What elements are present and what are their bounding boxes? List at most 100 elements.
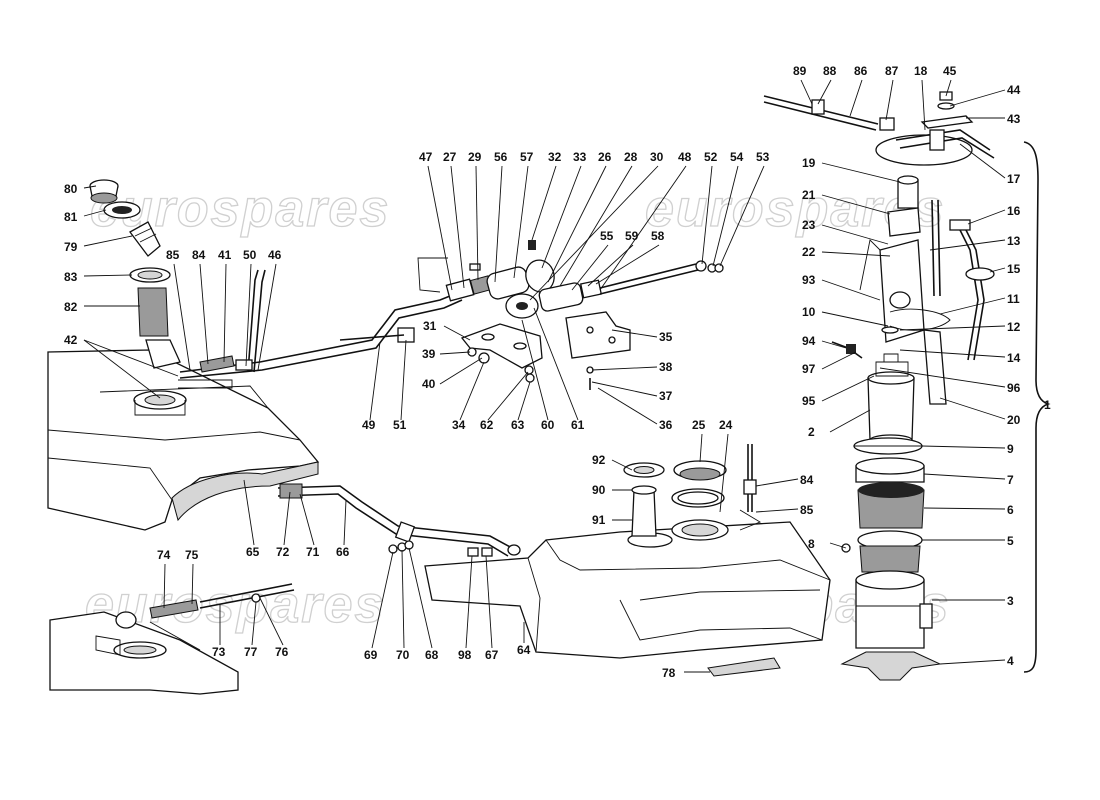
leader-line xyxy=(408,547,433,649)
right-tank-filler-parts xyxy=(623,444,757,537)
part-label: 52 xyxy=(704,150,718,164)
part-label: 17 xyxy=(1007,172,1021,186)
part-label: 61 xyxy=(571,418,585,432)
fuel-lines-left xyxy=(179,269,463,379)
part-label: 90 xyxy=(592,483,606,497)
leader-line xyxy=(541,165,582,269)
part-label: 54 xyxy=(730,150,744,164)
leader-line xyxy=(199,263,209,365)
leader-line xyxy=(821,224,889,245)
part-label: 68 xyxy=(425,648,439,662)
right-fuel-tank xyxy=(424,509,831,659)
leader-line xyxy=(587,244,634,287)
leader-line xyxy=(371,551,394,649)
leader-line xyxy=(712,165,739,267)
part-label: 20 xyxy=(1007,413,1021,427)
part-label: 89 xyxy=(793,64,807,78)
leader-line xyxy=(921,79,926,131)
part-label: 92 xyxy=(592,453,606,467)
part-label: 40 xyxy=(422,377,436,391)
leader-line xyxy=(989,267,1006,273)
part-label: 87 xyxy=(885,64,899,78)
leader-line xyxy=(521,319,549,421)
part-label: 95 xyxy=(802,394,816,408)
pad-78 xyxy=(707,657,781,677)
part-label: 72 xyxy=(276,545,290,559)
part-label: 85 xyxy=(800,503,814,517)
leader-line xyxy=(591,366,658,371)
part-label: 73 xyxy=(212,645,226,659)
leader-line xyxy=(191,563,194,605)
part-labels: 80 81 79 83 82 42 85 84 41 50 46 47 27 2… xyxy=(64,64,1051,680)
part-label: 41 xyxy=(218,248,232,262)
leader-line xyxy=(83,235,133,247)
leader-line xyxy=(800,79,813,105)
leader-line xyxy=(465,555,473,649)
filler-neck-assembly xyxy=(89,179,181,369)
part-label: 21 xyxy=(802,188,816,202)
part-label: 30 xyxy=(650,150,664,164)
part-label: 84 xyxy=(800,473,814,487)
leader-line xyxy=(599,165,687,291)
leader-line xyxy=(163,563,166,609)
part-label: 43 xyxy=(1007,112,1021,126)
part-label: 12 xyxy=(1007,320,1021,334)
part-label: 38 xyxy=(659,360,673,374)
leader-line xyxy=(257,263,277,371)
part-label: 42 xyxy=(64,333,78,347)
part-label: 29 xyxy=(468,150,482,164)
part-label: 48 xyxy=(678,150,692,164)
part-label: 56 xyxy=(494,150,508,164)
leader-line xyxy=(899,349,1006,358)
group-bracket-1 xyxy=(1023,141,1051,673)
part-label: 33 xyxy=(573,150,587,164)
part-label: 27 xyxy=(443,150,457,164)
part-label: 59 xyxy=(625,229,639,243)
pump-assembly xyxy=(763,91,995,681)
mounting-brackets xyxy=(460,311,631,390)
part-label: 93 xyxy=(802,273,816,287)
leader-line xyxy=(513,165,529,279)
leader-line xyxy=(611,329,658,338)
part-label: 88 xyxy=(823,64,837,78)
part-label: 13 xyxy=(1007,234,1021,248)
leader-line xyxy=(967,209,1006,225)
leader-line xyxy=(343,499,347,546)
leader-line xyxy=(755,508,799,513)
leader-line xyxy=(921,445,1006,449)
part-label: 76 xyxy=(275,645,289,659)
leader-line xyxy=(559,165,633,287)
leader-line xyxy=(475,165,479,281)
leader-line xyxy=(945,79,952,97)
bottom-left-detail xyxy=(49,583,295,695)
leader-line xyxy=(245,263,252,367)
part-label: 5 xyxy=(1007,534,1014,548)
part-label: 57 xyxy=(520,150,534,164)
part-label: 8 xyxy=(808,537,815,551)
leader-line xyxy=(821,162,901,183)
leader-line xyxy=(450,165,465,289)
leader-line xyxy=(821,251,891,257)
leader-line xyxy=(494,165,503,283)
part-label: 85 xyxy=(166,248,180,262)
leader-line xyxy=(591,381,658,397)
part-label: 10 xyxy=(802,305,816,319)
part-label: 44 xyxy=(1007,83,1021,97)
leader-line xyxy=(83,339,161,399)
part-label: 11 xyxy=(1007,292,1020,306)
leader-line xyxy=(821,351,857,370)
part-label: 75 xyxy=(185,548,199,562)
leader-line xyxy=(829,542,847,549)
part-label: 1 xyxy=(1044,398,1051,412)
part-label: 81 xyxy=(64,210,78,224)
part-label: 84 xyxy=(192,248,206,262)
part-label: 98 xyxy=(458,648,472,662)
leader-line xyxy=(849,79,863,117)
part-label: 79 xyxy=(64,240,78,254)
leader-line xyxy=(879,367,1006,388)
part-label: 14 xyxy=(1007,351,1021,365)
part-label: 46 xyxy=(268,248,282,262)
leader-line xyxy=(223,263,227,363)
part-label: 66 xyxy=(336,545,350,559)
part-label: 53 xyxy=(756,150,770,164)
